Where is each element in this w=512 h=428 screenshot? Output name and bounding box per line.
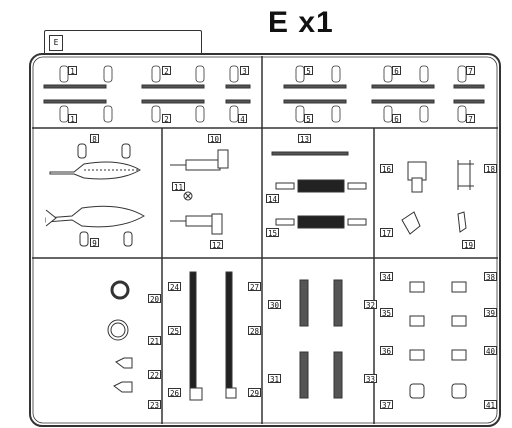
part-number-8: 8: [90, 134, 99, 144]
sprue-tab: E: [44, 30, 202, 55]
part-number-19: 19: [462, 240, 476, 250]
bomb-parts: [45, 143, 145, 247]
part-number-31: 31: [268, 374, 282, 384]
part-number-20: 20: [148, 294, 162, 304]
part-number-5: 5: [304, 66, 313, 76]
part-number-38: 38: [484, 272, 498, 282]
part-number-5-b: 5: [304, 114, 313, 124]
parts-20-23: [107, 280, 133, 393]
part-number-23: 23: [148, 400, 162, 410]
part-number-15: 15: [266, 228, 280, 238]
part-number-35: 35: [380, 308, 394, 318]
part-number-11: 11: [172, 182, 186, 192]
part-number-3: 3: [240, 66, 249, 76]
part-number-17: 17: [380, 228, 394, 238]
part-number-12: 12: [210, 240, 224, 250]
part-number-9: 9: [90, 238, 99, 248]
part-number-2: 2: [162, 66, 171, 76]
part-number-25: 25: [168, 326, 182, 336]
part-number-32: 32: [364, 300, 378, 310]
sprue-inner-frame: [32, 56, 498, 424]
part-number-16: 16: [380, 164, 394, 174]
part-number-22: 22: [148, 370, 162, 380]
part-number-6-b: 6: [392, 114, 401, 124]
parts-13-15: [271, 151, 367, 229]
parts-30-33: [299, 279, 343, 399]
parts-34-41: [409, 281, 467, 399]
parts-row-rails: [43, 84, 485, 104]
part-number-2-b: 2: [162, 114, 171, 124]
part-number-1-b: 1: [68, 114, 77, 124]
sprue-tab-icon: E: [49, 35, 63, 51]
parts-16-19: [401, 160, 474, 235]
gates-row1: [59, 65, 467, 123]
part-number-10: 10: [208, 134, 222, 144]
part-number-36: 36: [380, 346, 394, 356]
part-number-40: 40: [484, 346, 498, 356]
part-number-26: 26: [168, 388, 182, 398]
part-number-39: 39: [484, 308, 498, 318]
part-number-29: 29: [248, 388, 262, 398]
part-number-28: 28: [248, 326, 262, 336]
part-number-6: 6: [392, 66, 401, 76]
part-number-18: 18: [484, 164, 498, 174]
sprue-outer-frame: [29, 53, 501, 427]
part-number-30: 30: [268, 300, 282, 310]
part-number-14: 14: [266, 194, 280, 204]
part-number-41: 41: [484, 400, 498, 410]
sprue-title: E x1: [268, 6, 334, 39]
part-number-27: 27: [248, 282, 262, 292]
part-number-34: 34: [380, 272, 394, 282]
parts-10-12: [170, 149, 229, 235]
part-number-7: 7: [466, 66, 475, 76]
part-number-7-b: 7: [466, 114, 475, 124]
part-number-24: 24: [168, 282, 182, 292]
part-number-13: 13: [298, 134, 312, 144]
part-number-37: 37: [380, 400, 394, 410]
part-number-33: 33: [364, 374, 378, 384]
parts-24-29: [189, 271, 237, 401]
part-number-4: 4: [238, 114, 247, 124]
part-number-1: 1: [68, 66, 77, 76]
part-number-21: 21: [148, 336, 162, 346]
